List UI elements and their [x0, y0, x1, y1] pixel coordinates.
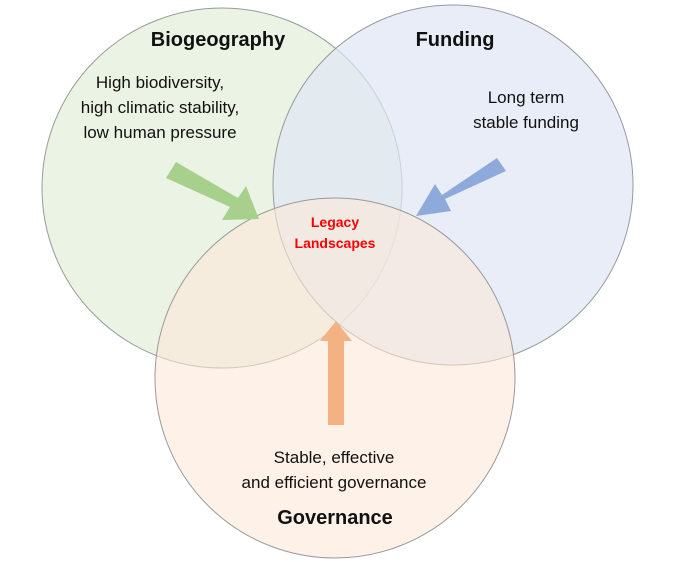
biogeography-arrow	[166, 162, 259, 220]
funding-arrow	[416, 158, 506, 216]
funding-title: Funding	[416, 29, 495, 51]
center-label-line-1: Legacy	[311, 214, 359, 230]
governance-line-2: and efficient governance	[242, 473, 427, 492]
funding-line-2: stable funding	[473, 113, 579, 132]
biogeography-line-3: low human pressure	[83, 123, 236, 142]
biogeography-line-1: High biodiversity,	[96, 73, 224, 92]
governance-title: Governance	[277, 507, 393, 529]
biogeography-line-2: high climatic stability,	[81, 98, 239, 117]
biogeography-title: Biogeography	[151, 29, 286, 51]
funding-line-1: Long term	[488, 88, 565, 107]
center-label-line-2: Landscapes	[295, 235, 376, 251]
governance-line-1: Stable, effective	[274, 448, 395, 467]
governance-arrow	[320, 321, 352, 425]
